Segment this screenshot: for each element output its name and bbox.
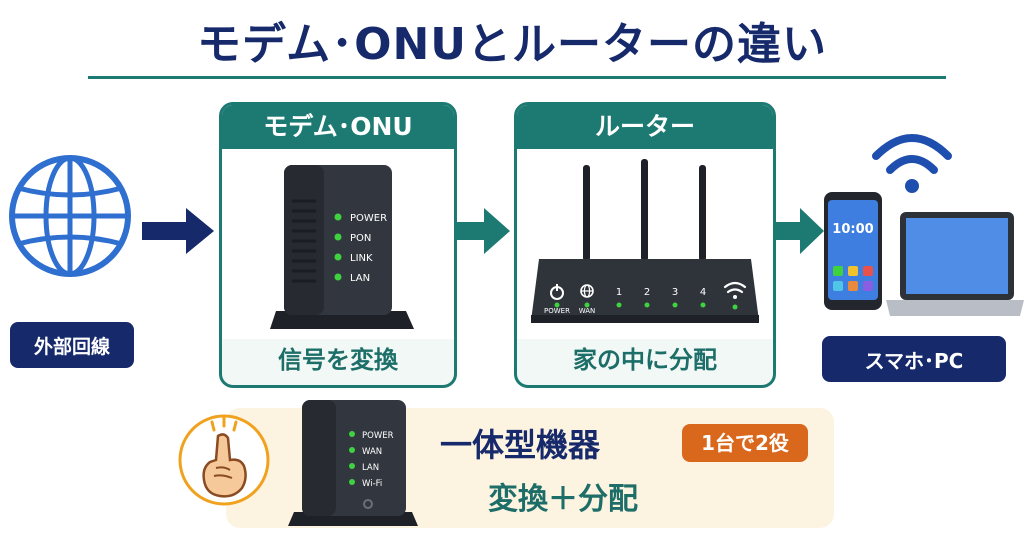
combo-led-label: POWER: [362, 431, 394, 441]
modem-led-label: LINK: [350, 253, 373, 264]
arrow-right-icon: [142, 208, 214, 254]
modem-led-label: POWER: [350, 213, 387, 224]
router-panel-body: POWER WAN 1 2 3 4: [517, 149, 773, 339]
smartphone-laptop-icon: 10:00: [824, 134, 1024, 316]
combo-led-label: Wi-Fi: [362, 479, 382, 489]
combo-function-label: 変換＋分配: [488, 482, 638, 517]
combo-device-name: 一体型機器: [440, 426, 601, 464]
wifi-icon: [723, 281, 747, 294]
router-port-label: 2: [644, 287, 650, 298]
router-function-label: 家の中に分配: [573, 346, 717, 374]
arrow-right-icon: [776, 208, 824, 254]
router-port-label: WAN: [579, 307, 596, 315]
combo-led-label: LAN: [362, 463, 379, 473]
modem-panel-header: モデム･ONU: [222, 105, 454, 149]
combo-device-icon: POWER WAN LAN Wi-Fi: [288, 400, 418, 526]
modem-device-icon: POWER PON LINK LAN: [270, 165, 414, 329]
globe-icon: [9, 155, 131, 277]
modem-led-label: PON: [350, 233, 371, 244]
combo-led-label: WAN: [362, 447, 382, 457]
router-device-icon: POWER WAN 1 2 3 4: [531, 159, 759, 323]
router-port-label: 3: [672, 287, 678, 298]
two-roles-badge: 1台で2役: [682, 424, 808, 462]
modem-function-label: 信号を変換: [278, 346, 398, 374]
arrow-right-icon: [456, 208, 510, 254]
phone-clock: 10:00: [832, 222, 873, 237]
title-underline: [88, 76, 946, 79]
router-panel: ルーター POWER WAN 1 2 3 4: [514, 102, 776, 388]
router-port-label: 4: [700, 287, 706, 298]
modem-panel-body: POWER PON LINK LAN: [222, 149, 454, 339]
wifi-icon: [872, 134, 952, 174]
modem-onu-panel: モデム･ONU POWER PON LINK LAN 信号を変換: [219, 102, 457, 388]
outside-line-label: 外部回線: [10, 322, 134, 368]
page-title: モデム･ONUとルーターの違い: [196, 19, 828, 70]
router-port-label: POWER: [544, 307, 570, 315]
router-port-label: 1: [616, 287, 622, 298]
router-panel-header: ルーター: [517, 105, 773, 149]
modem-led-label: LAN: [350, 273, 370, 284]
smartphone-pc-label: スマホ･PC: [822, 336, 1006, 382]
pointing-hand-icon: [178, 414, 270, 506]
